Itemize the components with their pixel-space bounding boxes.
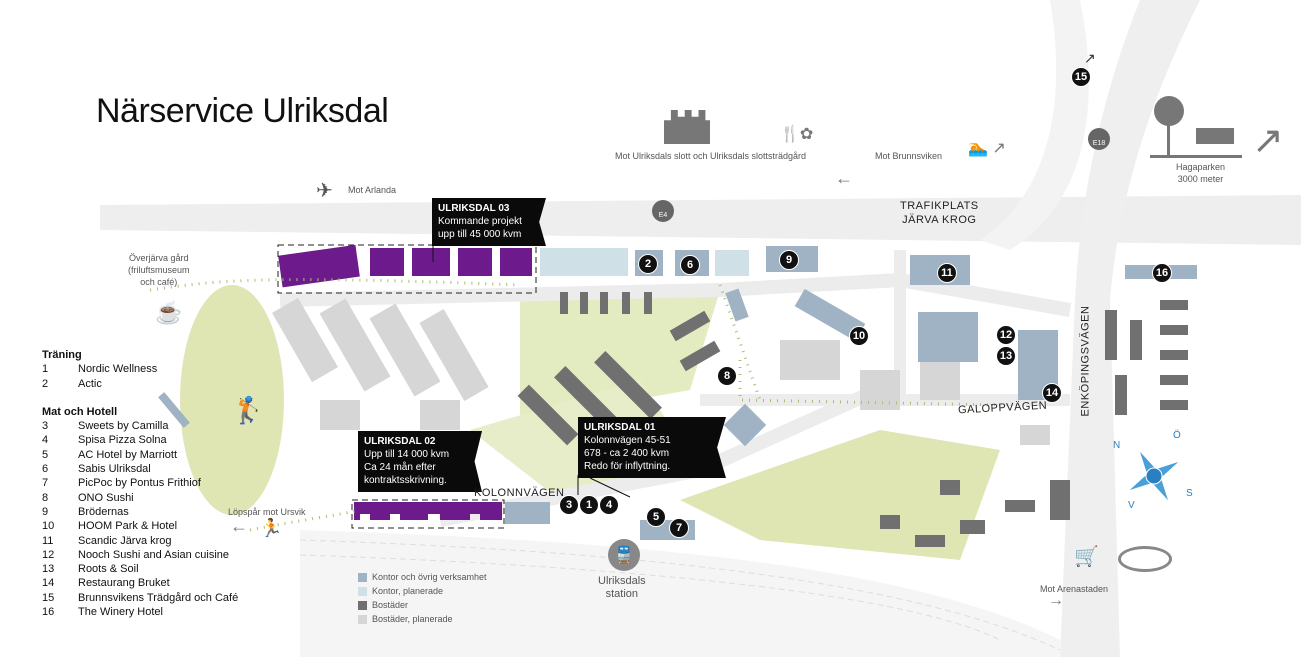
label-brunnsviken: Mot Brunnsviken [875,151,943,161]
arrow-up-right-icon: ↗ [1084,50,1096,66]
runner-icon: 🏃 [260,518,283,538]
e4-badge: E4 [652,200,674,222]
compass-n: N [1113,440,1121,451]
map-marker-8[interactable]: 8 [717,366,737,386]
swim-icon: 🏊 ↗ [968,140,1006,157]
map-marker-3[interactable]: 3 [559,495,579,515]
e18-badge: E18 [1088,128,1110,150]
map-marker-1[interactable]: 1 [579,495,599,515]
train-icon: 🚆 [608,539,640,571]
map-marker-13[interactable]: 13 [996,346,1016,366]
arrow-left-icon: ← [230,516,248,536]
legend-swatch [358,586,367,596]
map-marker-11[interactable]: 11 [937,263,957,283]
compass-v: V [1128,500,1135,511]
legend-item: Kontor och övrig verksamhet [358,570,487,584]
legend-item: Bostäder, planerade [358,612,487,626]
map-marker-6[interactable]: 6 [680,255,700,275]
coffee-icon: ☕ [155,300,183,325]
road-enkopingsvagen: ENKÖPINGSVÄGEN [1079,305,1092,417]
arrow-right-icon: → [1048,592,1064,609]
arrow-left-icon: ← [835,168,853,188]
garden-icon: 🍴✿ [780,126,814,143]
bench-icon [1196,128,1234,144]
legend-item: Bostäder [358,598,487,612]
legend-item: Kontor, planerade [358,584,487,598]
compass-o: Ö [1173,430,1181,441]
page-title: Närservice Ulriksdal [96,92,389,130]
airplane-icon: ✈ [316,180,333,202]
map-marker-15[interactable]: 15 [1071,67,1091,87]
map-marker-9[interactable]: 9 [779,250,799,270]
category-heading: Mat och Hotell [42,405,118,418]
category-heading: Träning [42,349,82,361]
golf-icon: 🏌 [232,395,265,425]
legend-swatch [358,600,367,610]
tree-trunk [1167,120,1170,156]
map-marker-5[interactable]: 5 [646,507,666,527]
ground-line [1150,155,1242,158]
map-marker-10[interactable]: 10 [849,326,869,346]
map-marker-12[interactable]: 12 [996,325,1016,345]
label-arenastaden: Mot Arenastaden [1040,584,1109,594]
shopping-icon: 🛒 [1074,546,1099,568]
map-marker-4[interactable]: 4 [599,495,619,515]
map-marker-14[interactable]: 14 [1042,383,1062,403]
legend-swatch [358,572,367,582]
map-marker-16[interactable]: 16 [1152,263,1172,283]
label-lopspar: Löpspår mot Ursvik [228,507,306,517]
legend-swatch [358,614,367,624]
castle-icon [664,110,710,144]
compass-s: S [1186,488,1193,499]
label-slott: Mot Ulriksdals slott och Ulriksdals slot… [615,151,807,161]
stadium-icon [1118,546,1172,572]
label-arlanda: Mot Arlanda [348,185,397,195]
map-marker-7[interactable]: 7 [669,518,689,538]
map-marker-2[interactable]: 2 [638,254,658,274]
compass-rose [1126,448,1182,504]
arrow-up-right-icon: ↗ [1252,120,1284,162]
road-kolonnvagen: KOLONNVÄGEN [474,487,565,499]
legend: Kontor och övrig verksamhet Kontor, plan… [358,570,487,626]
